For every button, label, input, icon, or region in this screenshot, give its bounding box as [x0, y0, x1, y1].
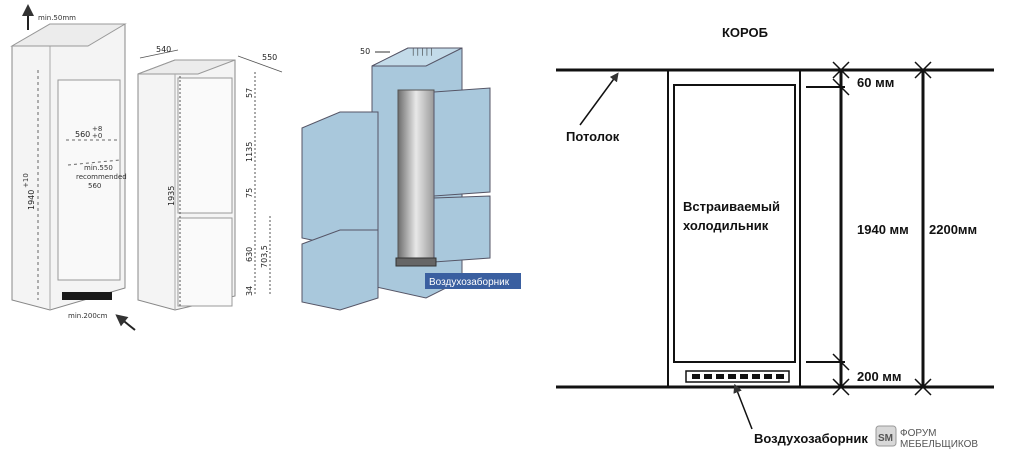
fridge-label-line1: Встраиваемый	[683, 199, 780, 214]
vent-grille	[685, 370, 790, 383]
dim-34: 34	[245, 286, 254, 296]
dim-630: 630	[245, 247, 254, 262]
fridge-upper-door	[177, 77, 233, 214]
total-height-dim-label: 2200мм	[929, 222, 977, 237]
iso-niche	[397, 89, 435, 259]
dim-703-5: 703,5	[260, 245, 269, 268]
depth-guide	[67, 159, 121, 166]
bottom-airflow-arrow	[115, 314, 136, 331]
niche-width-tol-top: +8	[92, 125, 102, 133]
vent-arrow	[733, 383, 753, 430]
min-depth-line3: 560	[88, 182, 101, 190]
vent-grille-slots	[692, 374, 784, 379]
niche-width-tol-bottom: +0	[92, 132, 102, 140]
iso-top-gap-label: 50	[360, 47, 370, 56]
niche-height-tol: +10	[22, 173, 30, 188]
bottom-vent-label: min.200cm	[68, 312, 108, 320]
width-dim-line	[139, 49, 179, 59]
fridge-lower-door	[177, 217, 233, 307]
fridge-width-label: 540	[156, 45, 171, 54]
cabinet-niche-diagram: min.50mm 560 +8 +0 1940 +10 min.550 reco…	[10, 4, 136, 331]
iso-left-door-upper	[301, 111, 379, 247]
iso-left-door-lower	[301, 229, 379, 311]
dim-ticks	[832, 61, 932, 396]
niche-height-label: 1940	[27, 190, 36, 210]
iso-right-door-lower	[433, 195, 491, 263]
fridge-height-label: 1935	[167, 186, 176, 206]
watermark-logo-box	[875, 425, 897, 447]
bottom-gap-label: 200 мм	[857, 369, 902, 384]
installed-fridge-iso: | | | | | 50 Воздухозаборник	[301, 47, 521, 311]
dim-75: 75	[245, 188, 254, 198]
bottom-vent-slot	[62, 292, 112, 300]
min-depth-line2: recommended	[76, 173, 127, 181]
box-schematic: КОРОБ Встраиваемый холодильник Потолок	[556, 25, 994, 446]
cabinet-top	[10, 23, 127, 47]
iso-cabinet-top	[371, 47, 463, 67]
dim-57: 57	[245, 88, 254, 98]
min-depth-line1: min.550	[84, 164, 113, 172]
watermark-line2: МЕБЕЛЬЩИКОВ	[900, 439, 978, 450]
forum-watermark: SM ФОРУМ МЕБЕЛЬЩИКОВ	[875, 425, 978, 450]
ceiling-label: Потолок	[566, 129, 620, 144]
top-gap-label: 60 мм	[857, 75, 894, 90]
ceiling-arrow	[579, 72, 619, 126]
fridge-height-dim-label: 1940 мм	[857, 222, 909, 237]
vent-label: Воздухозаборник	[754, 431, 868, 446]
iso-top-vent-marks: | | | | |	[412, 48, 433, 56]
niche-opening	[57, 79, 121, 281]
top-clearance-label: min.50mm	[38, 14, 76, 22]
iso-right-door-upper	[433, 87, 491, 197]
depth-dim-line	[237, 55, 283, 73]
iso-base-vent	[395, 257, 437, 267]
watermark-line1: ФОРУМ	[900, 428, 937, 439]
fridge-dimensions-diagram: 540 550 1935 57 1135 75 630 703,5 34	[137, 45, 283, 311]
box-title: КОРОБ	[722, 25, 768, 40]
niche-width-label: 560	[75, 130, 90, 139]
dim-1135: 1135	[245, 142, 254, 162]
watermark-logo: SM	[878, 433, 893, 444]
iso-vent-badge	[425, 273, 521, 289]
fridge-label-line2: холодильник	[683, 218, 769, 233]
fridge-top	[137, 59, 236, 75]
fridge-depth-label: 550	[262, 53, 277, 62]
iso-vent-label: Воздухозаборник	[429, 276, 510, 288]
